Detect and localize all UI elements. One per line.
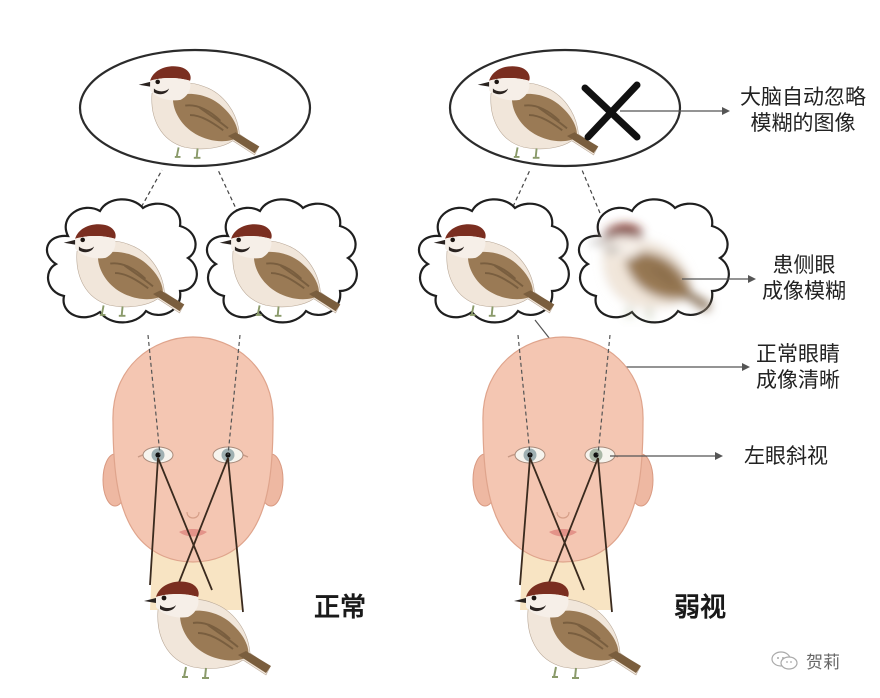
arrow-head-icon xyxy=(715,452,723,460)
sight-line-left-up xyxy=(517,334,531,456)
panel-normal xyxy=(45,48,358,679)
sight-line-right-up xyxy=(597,334,611,456)
left-eye xyxy=(142,446,174,464)
callout-affected-eye: 患侧眼 成像模糊 xyxy=(754,252,854,305)
callout-line-1: 大脑自动忽略 xyxy=(740,85,866,109)
panel-amblyopia xyxy=(417,48,756,679)
sight-line-right-cross xyxy=(177,457,229,586)
baby-head xyxy=(472,336,654,563)
panel-label-amblyopia: 弱视 xyxy=(673,593,726,623)
callout-line-2: 成像模糊 xyxy=(762,279,846,304)
arrow-right-to-brain xyxy=(217,169,239,214)
baby-head xyxy=(102,336,284,563)
callout-line-2: 模糊的图像 xyxy=(750,111,856,136)
sight-line-right-cross xyxy=(547,457,599,586)
sight-line-left-outer xyxy=(149,457,159,586)
sight-line-left-cross xyxy=(157,457,213,591)
sight-line-right-up xyxy=(227,334,241,456)
watermark-text: 贺莉 xyxy=(806,653,840,673)
arrow-right-to-brain xyxy=(581,169,601,214)
arrow-head-icon xyxy=(742,363,750,371)
callout-brain-ignores: 大脑自动忽略 模糊的图像 xyxy=(728,84,878,137)
sight-line-left-outer xyxy=(519,457,531,586)
callout-line-1: 左眼斜视 xyxy=(744,444,828,468)
sight-line-left-cross xyxy=(529,457,585,591)
cross-mark-icon xyxy=(581,81,641,141)
sight-line-right-outer xyxy=(227,457,244,613)
callout-line-1: 正常眼睛 xyxy=(756,342,840,366)
wechat-icon xyxy=(771,650,798,670)
sight-line-right-outer xyxy=(597,457,613,613)
callout-left-strabismus: 左眼斜视 xyxy=(736,443,836,469)
arrow-head-icon xyxy=(722,107,730,115)
strabismic-eye xyxy=(584,446,616,464)
watermark: 贺莉 xyxy=(770,648,840,673)
callout-normal-eye: 正常眼睛 成像清晰 xyxy=(748,341,848,394)
callout-line-2: 成像清晰 xyxy=(756,368,840,393)
sight-line-left-up xyxy=(147,334,161,456)
callout-line-1: 患侧眼 xyxy=(772,253,836,277)
arrow-head-icon xyxy=(748,275,756,283)
panel-label-normal: 正常 xyxy=(313,593,366,623)
